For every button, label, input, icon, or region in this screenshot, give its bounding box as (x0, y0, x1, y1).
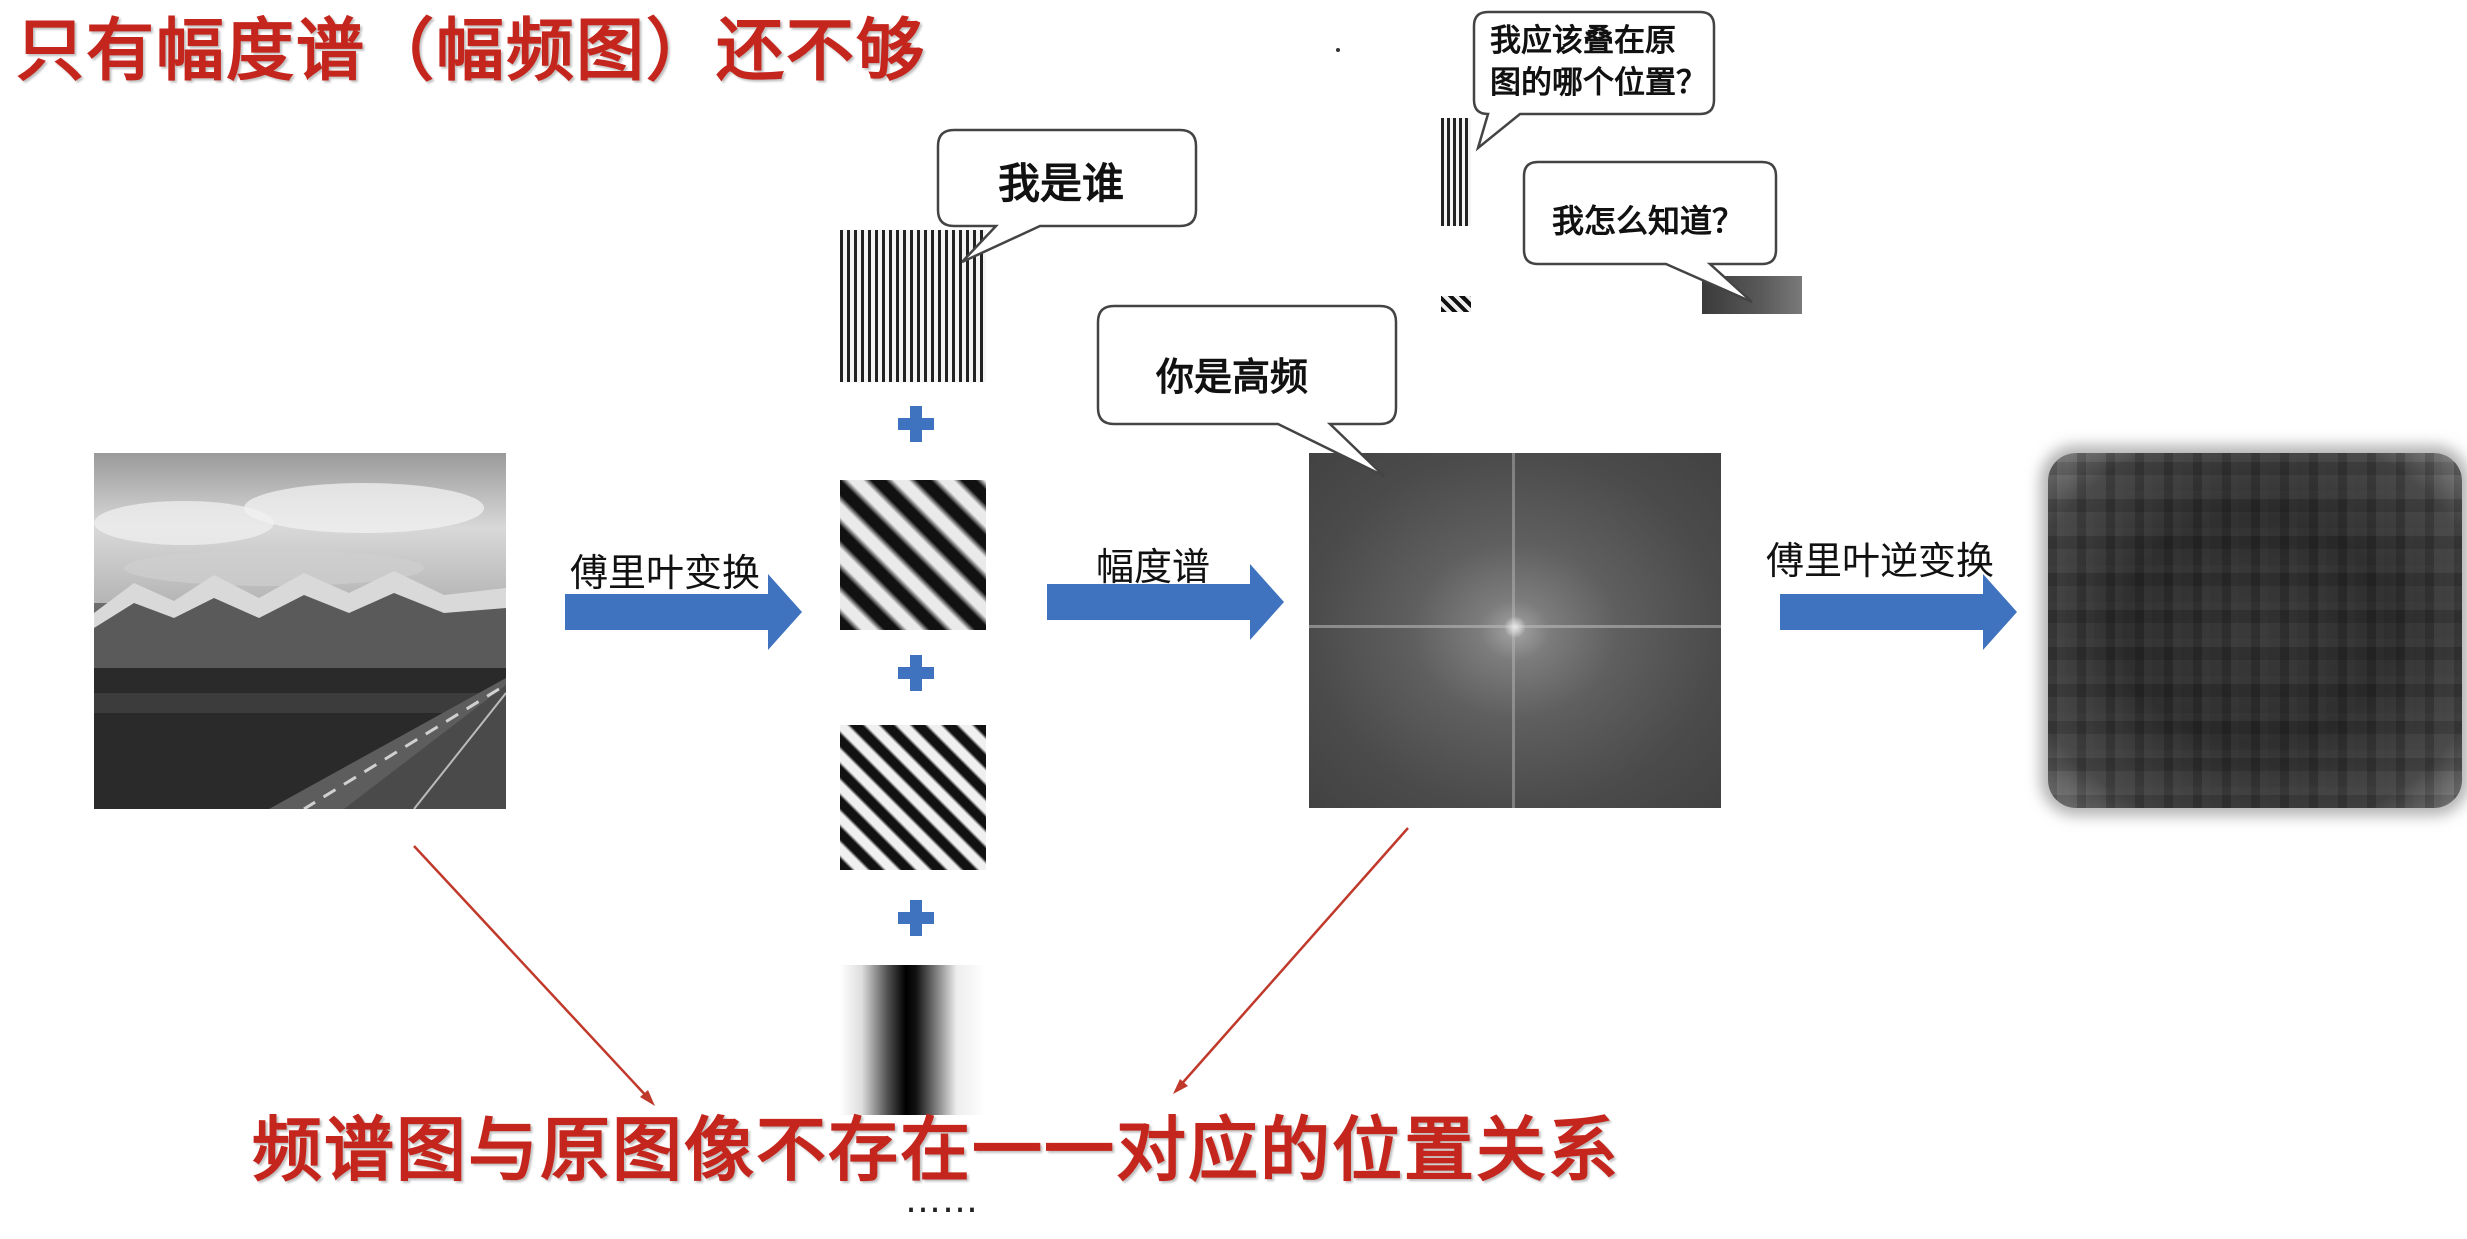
slide-title: 只有幅度谱（幅频图）还不够 (16, 12, 927, 91)
speech-bubble-where (1472, 10, 1716, 152)
vertical-stripe-pattern (840, 230, 986, 382)
bubble-how-text: 我怎么知道？ (1552, 202, 1745, 240)
dot-mark (1336, 48, 1340, 52)
fourier-transform-label: 傅里叶变换 (570, 551, 761, 595)
amplitude-spectrum-image (1309, 453, 1721, 808)
plus-icon (898, 406, 934, 442)
bubble-who-text: 我是谁 (998, 159, 1125, 208)
ellipsis: …… (905, 1180, 979, 1221)
speech-bubble-who (936, 128, 1198, 264)
diagonal-stripe-pattern-narrow (840, 725, 986, 870)
inverse-arrow (1780, 574, 2017, 650)
pointer-arrow-left (413, 845, 655, 1106)
diagonal-stripe-pattern-wide (840, 480, 986, 630)
reconstructed-image (2048, 453, 2462, 808)
amplitude-arrow (1047, 564, 1284, 640)
speech-bubble-high-freq (1096, 304, 1398, 478)
bubble-where-line1: 我应该叠在原 (1490, 23, 1676, 59)
pointer-arrow-right (1173, 827, 1409, 1094)
mini-diagonal-pattern (1441, 296, 1471, 312)
bubble-where-line2: 图的哪个位置？ (1490, 65, 1707, 101)
bubble-high-freq-text: 你是高频 (1156, 355, 1309, 399)
plus-icon (898, 900, 934, 936)
mini-vertical-stripe-pattern (1441, 118, 1471, 226)
original-image (94, 453, 506, 809)
conclusion-text: 频谱图与原图像不存在一一对应的位置关系 (252, 1109, 1620, 1191)
fourier-arrow (565, 574, 802, 650)
low-frequency-pattern (840, 965, 986, 1115)
plus-icon (898, 655, 934, 691)
speech-bubble-how (1522, 160, 1778, 304)
amplitude-spectrum-label: 幅度谱 (1096, 545, 1211, 589)
inverse-fourier-label: 傅里叶逆变换 (1766, 539, 1995, 583)
bubble-where-text: 我应该叠在原 图的哪个位置？ (1490, 20, 1707, 104)
